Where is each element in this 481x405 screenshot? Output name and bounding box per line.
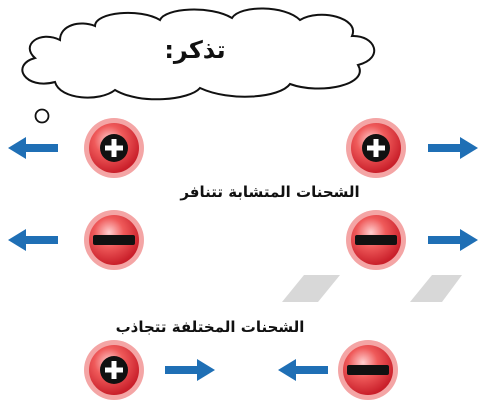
positive-charge-right (346, 118, 406, 178)
negative-charge-attract (338, 340, 398, 400)
arrow-right-icon (428, 137, 478, 159)
cloud-title: تذكر: (164, 36, 226, 64)
thought-cloud (21, 7, 376, 124)
positive-charge-left (84, 118, 144, 178)
negative-charge-right (346, 210, 406, 270)
arrow-right-icon (428, 229, 478, 251)
negative-charge-left (84, 210, 144, 270)
arrow-left-icon (8, 229, 58, 251)
label-like-charges-repel: الشحنات المتشابة تتنافر (180, 183, 360, 201)
positive-charge-attract (84, 340, 144, 400)
watermark-shapes (282, 275, 462, 302)
arrow-left-icon (278, 359, 328, 381)
arrow-left-icon (8, 137, 58, 159)
arrow-right-icon (165, 359, 215, 381)
label-opposite-charges-attract: الشحنات المختلفة تتجاذب (115, 318, 305, 336)
